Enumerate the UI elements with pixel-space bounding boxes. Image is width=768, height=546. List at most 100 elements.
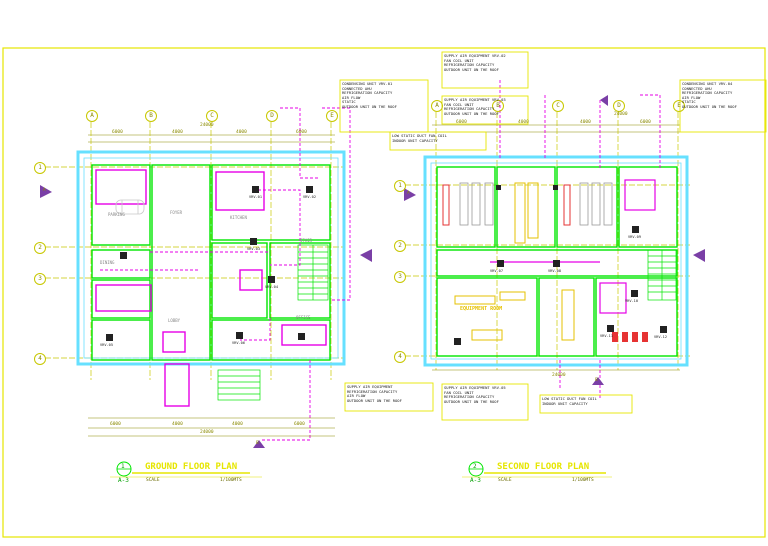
sheet-ref: A-3 (470, 477, 481, 484)
grid-col-A: A (86, 110, 98, 122)
ac-unit-label: VRV-06 (232, 341, 245, 345)
note-line: INDOOR UNIT CAPACITY (392, 137, 438, 143)
grid-col-D: D (613, 100, 625, 112)
plan-number: 2 (473, 463, 477, 470)
room-label: FOYER (170, 210, 183, 215)
room-label: STAIR (300, 238, 313, 243)
scale-label: SCALE (498, 478, 512, 483)
scale-label: SCALE (146, 478, 160, 483)
note-line: REFRIGERATION CAPACITY (347, 388, 398, 394)
bottom-dim: 6000 (110, 422, 121, 427)
ac-unit-label: VRV-09 (628, 235, 641, 239)
note-line: REFRIGERATION CAPACITY (444, 62, 495, 68)
note-line: SUPPLY AIR EQUIPMENT VRV-05 (444, 385, 506, 390)
note-line: LOW STATIC DUCT FAN COIL (542, 396, 597, 401)
room-label: KITCHEN (230, 215, 247, 220)
grid-row-2: 2 (34, 242, 46, 254)
section-mark: A (43, 188, 46, 193)
room-label: DINING (100, 260, 115, 265)
plan-title: SECOND FLOOR PLAN (497, 462, 590, 472)
note-line: AIR FLOW (682, 94, 701, 100)
section-mark: B (595, 378, 598, 383)
note-line: OUTDOOR UNIT ON THE ROOF (347, 397, 402, 403)
note-line: INDOOR UNIT CAPACITY (542, 400, 588, 406)
grid-col-C: C (206, 110, 218, 122)
ac-unit-label: VRV-07 (490, 269, 503, 273)
note-line: OUTDOOR UNIT ON THE ROOF (444, 398, 499, 404)
note-line: REFRIGERATION CAPACITY (682, 90, 733, 96)
top-dim: 6000 (296, 130, 307, 135)
bottom-dim: 6000 (294, 422, 305, 427)
ac-unit-label: VRV-01 (249, 195, 262, 199)
room-label: PARKING (108, 212, 125, 217)
ground-floor-plan (40, 107, 372, 448)
grid-col-C: C (552, 100, 564, 112)
grid-col-E: E (326, 110, 338, 122)
scale-value: 1/100MTS (572, 478, 594, 483)
top-dim: 6000 (456, 120, 467, 125)
ac-unit-label: VRV-04 (265, 285, 278, 289)
note-boxes (339, 51, 767, 421)
note-line: CONNECTED AHU (342, 85, 372, 91)
bottom-dim: 4000 (232, 422, 243, 427)
note-line: FAN COIL UNIT (444, 101, 474, 107)
plan-title: GROUND FLOOR PLAN (145, 462, 238, 472)
top-dim: 4000 (518, 120, 529, 125)
section-mark: B (256, 441, 259, 446)
grid-col-D: D (266, 110, 278, 122)
note-line: OUTDOOR UNIT ON THE ROOF (444, 110, 499, 116)
grid-row-1: 1 (394, 180, 406, 192)
title-block-graphics (110, 461, 612, 478)
top-total-dim: 24000 (200, 123, 214, 128)
grid-row-1: 1 (34, 162, 46, 174)
room-label: LOBBY (168, 318, 181, 323)
ac-unit-label: VRV-11 (600, 334, 613, 338)
equipment-room-label: EQUIPMENT ROOM (460, 306, 503, 312)
grid-row-3: 3 (394, 271, 406, 283)
note-line: REFRIGERATION CAPACITY (444, 106, 495, 112)
ac-unit-label: VRV-10 (625, 299, 638, 303)
top-dim: 6000 (112, 130, 123, 135)
plan-number: 1 (121, 463, 125, 470)
top-dim: 6000 (640, 120, 651, 125)
note-line: FAN COIL UNIT (444, 57, 474, 63)
grid-row-4: 4 (394, 351, 406, 363)
grid-col-B: B (145, 110, 157, 122)
room-label: OFFICE (296, 315, 311, 320)
note-line: AIR FLOW (347, 393, 366, 399)
ac-unit-label: VRV-12 (654, 335, 667, 339)
grid-row-2: 2 (394, 240, 406, 252)
note-line: OUTDOOR UNIT ON THE ROOF (682, 103, 737, 109)
bottom-total-dim: 24000 (552, 373, 566, 378)
top-dim: 4000 (236, 130, 247, 135)
grid-col-E: E (673, 100, 685, 112)
section-mark: A (407, 191, 410, 196)
scale-value: 1/100MTS (220, 478, 242, 483)
grid-row-4: 4 (34, 353, 46, 365)
grid-row-3: 3 (34, 273, 46, 285)
ac-unit-label: VRV-03 (247, 247, 260, 251)
grid-col-A: A (431, 100, 443, 112)
note-line: OUTDOOR UNIT ON THE ROOF (342, 103, 397, 109)
top-dim: 4000 (172, 130, 183, 135)
grid-col-B: B (492, 100, 504, 112)
ac-unit-label: VRV-05 (100, 343, 113, 347)
sheet-border (2, 47, 766, 538)
note-line: CONDENSING UNIT VRV-01 (342, 81, 393, 86)
bottom-dim: 4000 (172, 422, 183, 427)
note-line: FAN COIL UNIT (444, 389, 474, 395)
second-floor-plan (404, 80, 705, 400)
note-line: CONNECTED AHU (682, 85, 712, 91)
note-line: SUPPLY AIR EQUIPMENT VRV-03 (444, 97, 506, 102)
sheet-ref: A-3 (118, 477, 129, 484)
note-line: LOW STATIC DUCT FAN COIL (392, 133, 447, 138)
ac-unit-label: VRV-08 (548, 269, 561, 273)
